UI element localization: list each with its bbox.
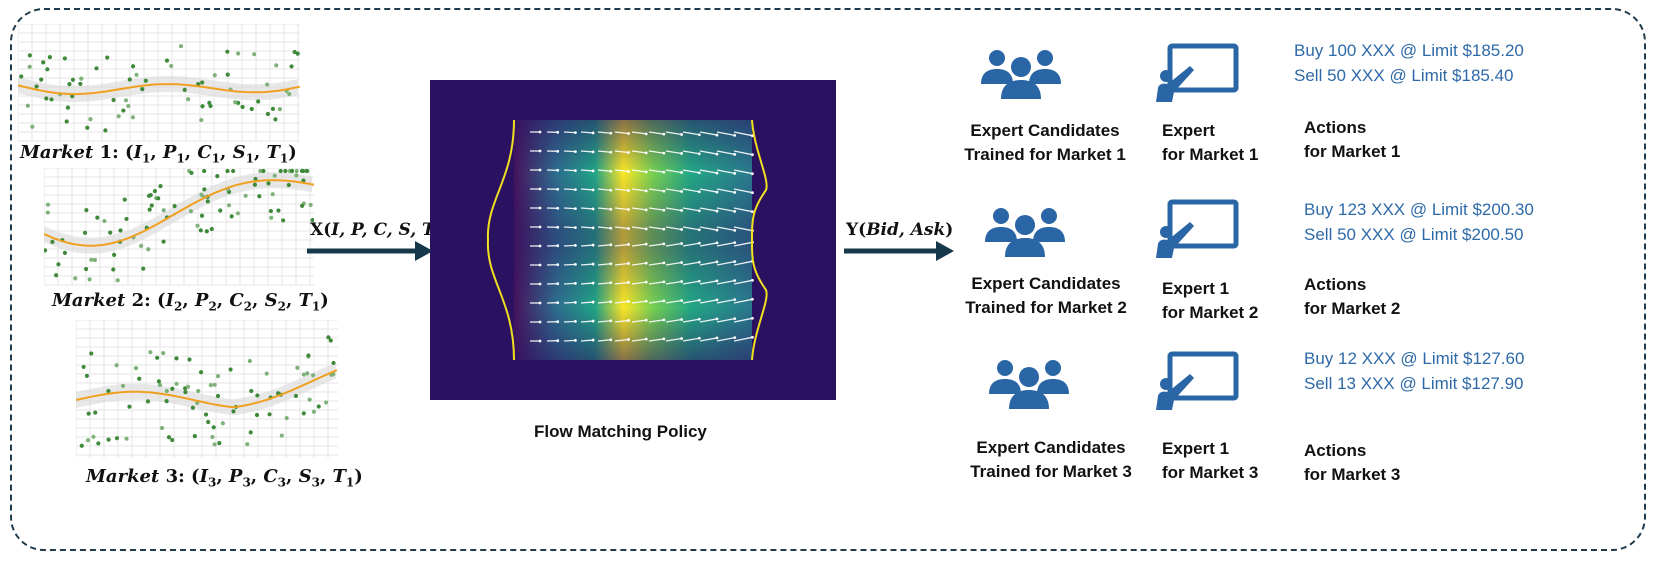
output-label: Y(Bid, Ask) bbox=[846, 220, 954, 240]
people-group-icon bbox=[989, 360, 1069, 409]
presenter-board-icon bbox=[1156, 351, 1239, 410]
flow-matching-policy-panel bbox=[430, 80, 836, 400]
people-group-icon bbox=[981, 50, 1061, 99]
market-3-label: Market 3: (I3, P3, C3, S3, T1) bbox=[86, 466, 363, 490]
market-1-scatter-plot bbox=[18, 24, 300, 142]
market-2-label: Market 2: (I2, P2, C2, S2, T1) bbox=[52, 290, 329, 314]
policy-label: Flow Matching Policy bbox=[534, 422, 707, 441]
market-3-scatter-plot bbox=[76, 320, 338, 458]
diagram-frame bbox=[10, 8, 1646, 551]
market-2-scatter-plot bbox=[44, 168, 314, 286]
output-arrow bbox=[844, 241, 954, 261]
input-arrow bbox=[307, 241, 433, 261]
presenter-board-icon bbox=[1156, 43, 1239, 102]
presenter-board-icon bbox=[1156, 199, 1239, 258]
market-1-label: Market 1: (I1, P1, C1, S1, T1) bbox=[20, 142, 297, 166]
people-group-icon bbox=[985, 208, 1065, 257]
input-label: X(I, P, C, S, T) bbox=[310, 220, 443, 240]
